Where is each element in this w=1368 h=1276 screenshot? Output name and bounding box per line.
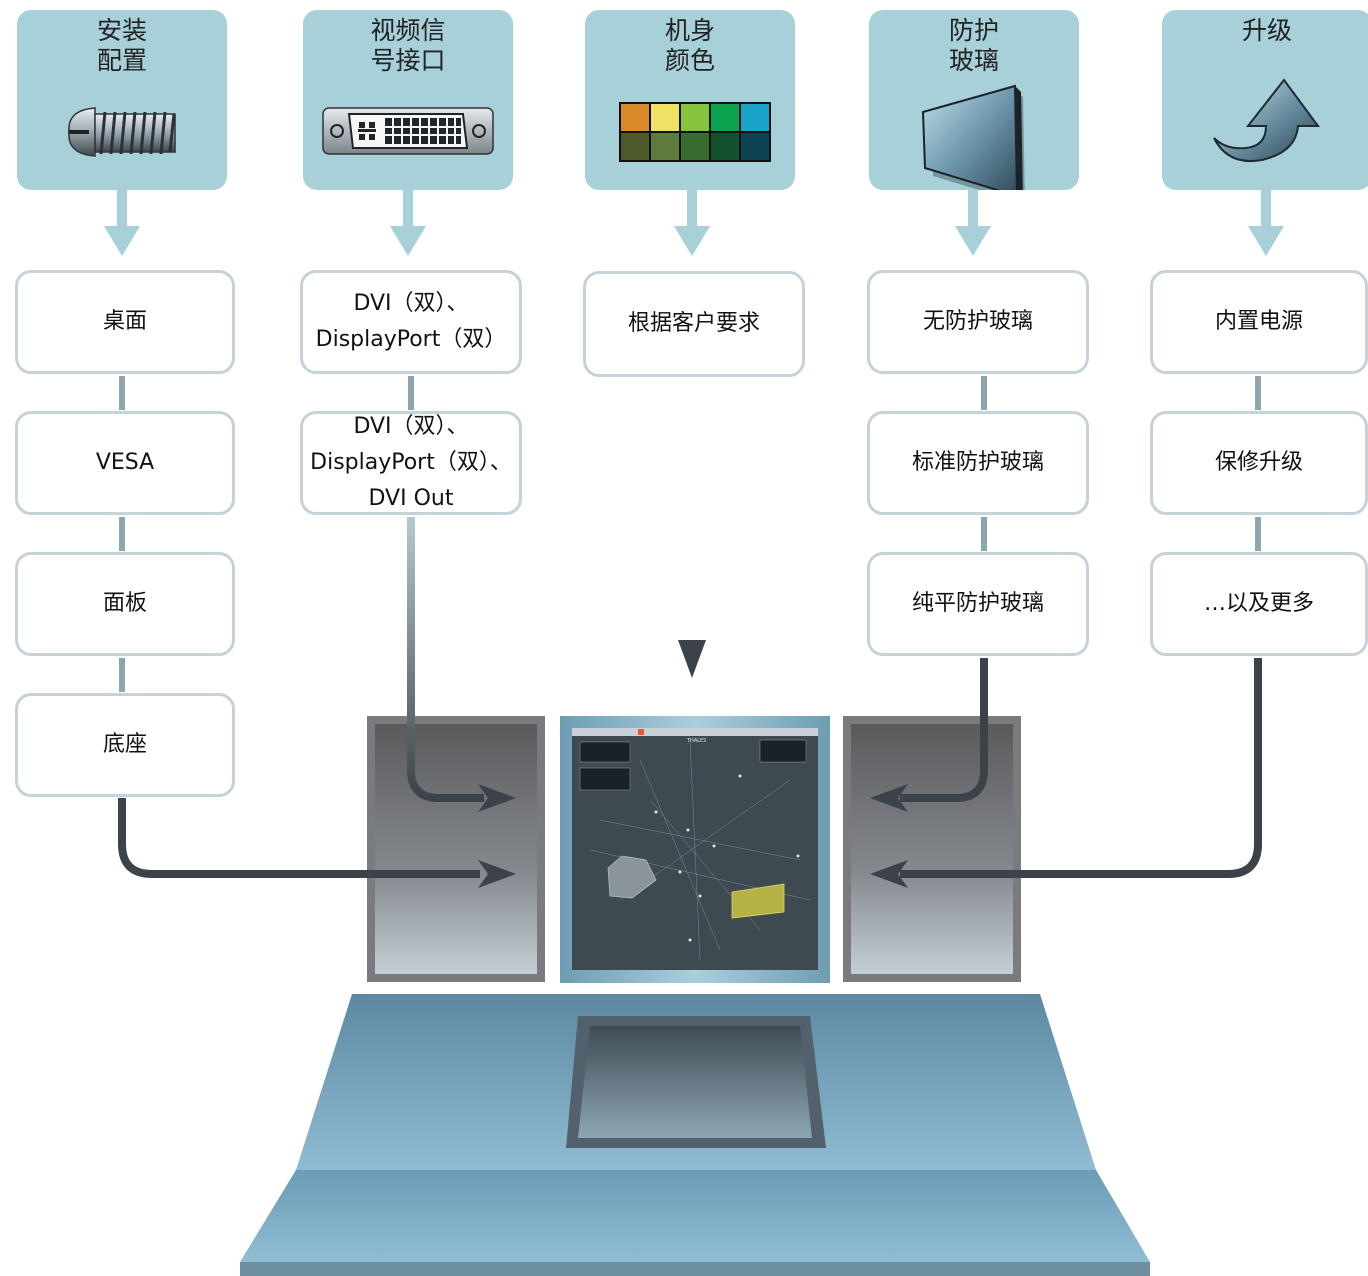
connector-arrowheads: [478, 640, 908, 888]
color-swatch: [681, 133, 709, 160]
header-title: 升级: [1241, 16, 1292, 45]
option-dvi-displayport: DVI（双）、 DisplayPort（双）: [300, 270, 522, 374]
color-swatch: [621, 104, 649, 131]
option-internal-power: 内置电源: [1150, 270, 1368, 374]
color-swatch: [711, 104, 739, 131]
option-stand: 底座: [15, 693, 235, 797]
color-swatch: [621, 133, 649, 160]
color-swatch: [651, 133, 679, 160]
box-links: [119, 376, 1261, 692]
header-install: 安装 配置: [17, 10, 227, 190]
header-title: 安装 配置: [96, 16, 147, 75]
color-swatch: [741, 104, 769, 131]
swatch-grid: [621, 104, 769, 160]
color-swatch: [741, 133, 769, 160]
color-swatch-icon: [619, 102, 771, 162]
option-dvi-displayport-dviout: DVI（双）、 DisplayPort（双）、 DVI Out: [300, 411, 522, 515]
flow-connectors: [118, 378, 1262, 878]
screen-title: THALES: [686, 738, 706, 744]
option-standard-glass: 标准防护玻璃: [867, 411, 1089, 515]
option-vesa: VESA: [15, 411, 235, 515]
option-no-glass: 无防护玻璃: [867, 270, 1089, 374]
color-swatch: [711, 133, 739, 160]
option-and-more: …以及更多: [1150, 552, 1368, 656]
header-down-arrows: [104, 190, 1284, 256]
color-swatch: [681, 104, 709, 131]
glass-panel-icon: [921, 84, 1025, 190]
header-upgrade: 升级: [1162, 10, 1368, 190]
dvi-connector-icon: [322, 107, 494, 155]
main-display: THALES: [560, 716, 830, 983]
touch-panel: [578, 1026, 812, 1138]
header-video: 视频信 号接口: [303, 10, 513, 190]
header-title: 视频信 号接口: [370, 16, 446, 75]
option-desktop: 桌面: [15, 270, 235, 374]
console-desk: [240, 994, 1150, 1276]
header-glass: 防护 玻璃: [869, 10, 1079, 190]
screw-icon: [68, 107, 176, 157]
option-flat-glass: 纯平防护玻璃: [867, 552, 1089, 656]
color-swatch: [651, 104, 679, 131]
header-title: 防护 玻璃: [948, 16, 999, 75]
option-warranty-upgrade: 保修升级: [1150, 411, 1368, 515]
header-title: 机身 颜色: [664, 16, 715, 75]
option-panel: 面板: [15, 552, 235, 656]
option-custom-color: 根据客户要求: [583, 271, 805, 377]
upgrade-arrow-icon: [1213, 78, 1320, 162]
header-color: 机身 颜色: [585, 10, 795, 190]
